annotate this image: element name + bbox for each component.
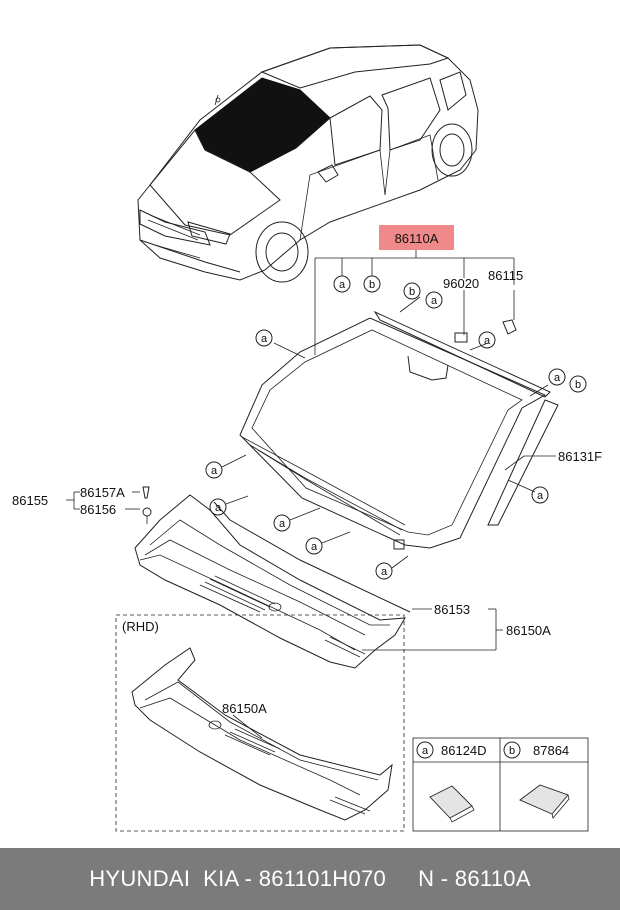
footer-bar: HYUNDAI KIA - 861101H070 N - 86110A (0, 848, 620, 910)
callouts: a b b a a a a b a a a a a a (205, 275, 587, 580)
legend-table: a 86124D b 87864 (412, 737, 589, 832)
rhd-label: (RHD) (122, 619, 159, 634)
cowl-panel-rhd (131, 647, 393, 821)
svg-text:b: b (509, 745, 515, 757)
svg-text:a: a (422, 745, 429, 757)
svg-text:a: a (537, 490, 544, 502)
callout-a: a (209, 498, 227, 516)
part-86156-label: 86156 (80, 502, 116, 517)
pad-86124d-icon (429, 785, 473, 819)
part-86153-label: 86153 (434, 602, 470, 617)
svg-text:a: a (311, 541, 318, 553)
leader-lines (66, 250, 556, 832)
svg-text:a: a (279, 518, 286, 530)
part-96020-label: 96020 (443, 276, 479, 291)
svg-text:a: a (211, 465, 218, 477)
callout-a: a (305, 537, 323, 555)
side-molding-86131f (487, 399, 559, 526)
parts-diagram: 86110A (12, 44, 602, 832)
svg-text:b: b (369, 279, 375, 291)
part-86150a-rhd-label: 86150A (222, 701, 267, 716)
windshield-clip (393, 539, 405, 550)
svg-text:b: b (409, 286, 415, 298)
legend-key-b: b (503, 741, 521, 759)
fastener-96020 (454, 332, 468, 343)
car-illustration (137, 44, 479, 283)
svg-text:a: a (431, 295, 438, 307)
svg-text:a: a (484, 335, 491, 347)
callout-a: a (425, 291, 443, 309)
callout-a: a (255, 329, 273, 347)
callout-a: a (375, 562, 393, 580)
part-86115-label: 86115 (488, 268, 523, 283)
callout-b: b (363, 275, 381, 293)
part-86110a-highlight (379, 225, 454, 250)
callout-a: a (205, 461, 223, 479)
callout-a: a (273, 514, 291, 532)
legend-part-86124d: 86124D (441, 743, 487, 758)
cowl-seal-86153 (213, 501, 411, 613)
callout-a: a (531, 486, 549, 504)
svg-text:a: a (554, 372, 561, 384)
grommet-86156 (142, 507, 152, 517)
footer-text: HYUNDAI KIA - 861101H070 N - 86110A (89, 866, 531, 891)
callout-a: a (548, 368, 566, 386)
callout-a: a (478, 331, 496, 349)
legend-part-87864: 87864 (533, 743, 569, 758)
windshield-highlight (194, 77, 331, 173)
svg-text:b: b (575, 379, 581, 391)
callout-b: b (569, 375, 587, 393)
legend-key-a: a (416, 741, 434, 759)
svg-text:a: a (261, 333, 268, 345)
cowl-panel-86150a (134, 494, 406, 669)
part-86157a-label: 86157A (80, 485, 125, 500)
svg-text:a: a (215, 502, 222, 514)
fastener-86115 (502, 319, 517, 335)
part-86155-label: 86155 (12, 493, 48, 508)
callout-a: a (333, 275, 351, 293)
part-86131f-label: 86131F (558, 449, 602, 464)
part-86150a-label: 86150A (506, 623, 551, 638)
windshield-glass (239, 310, 551, 549)
part-86110a-label: 86110A (395, 231, 439, 246)
callout-b: b (403, 282, 421, 300)
clip-86157a (142, 486, 150, 499)
pad-87864-icon (519, 784, 569, 815)
svg-text:a: a (381, 566, 388, 578)
svg-text:a: a (339, 279, 346, 291)
